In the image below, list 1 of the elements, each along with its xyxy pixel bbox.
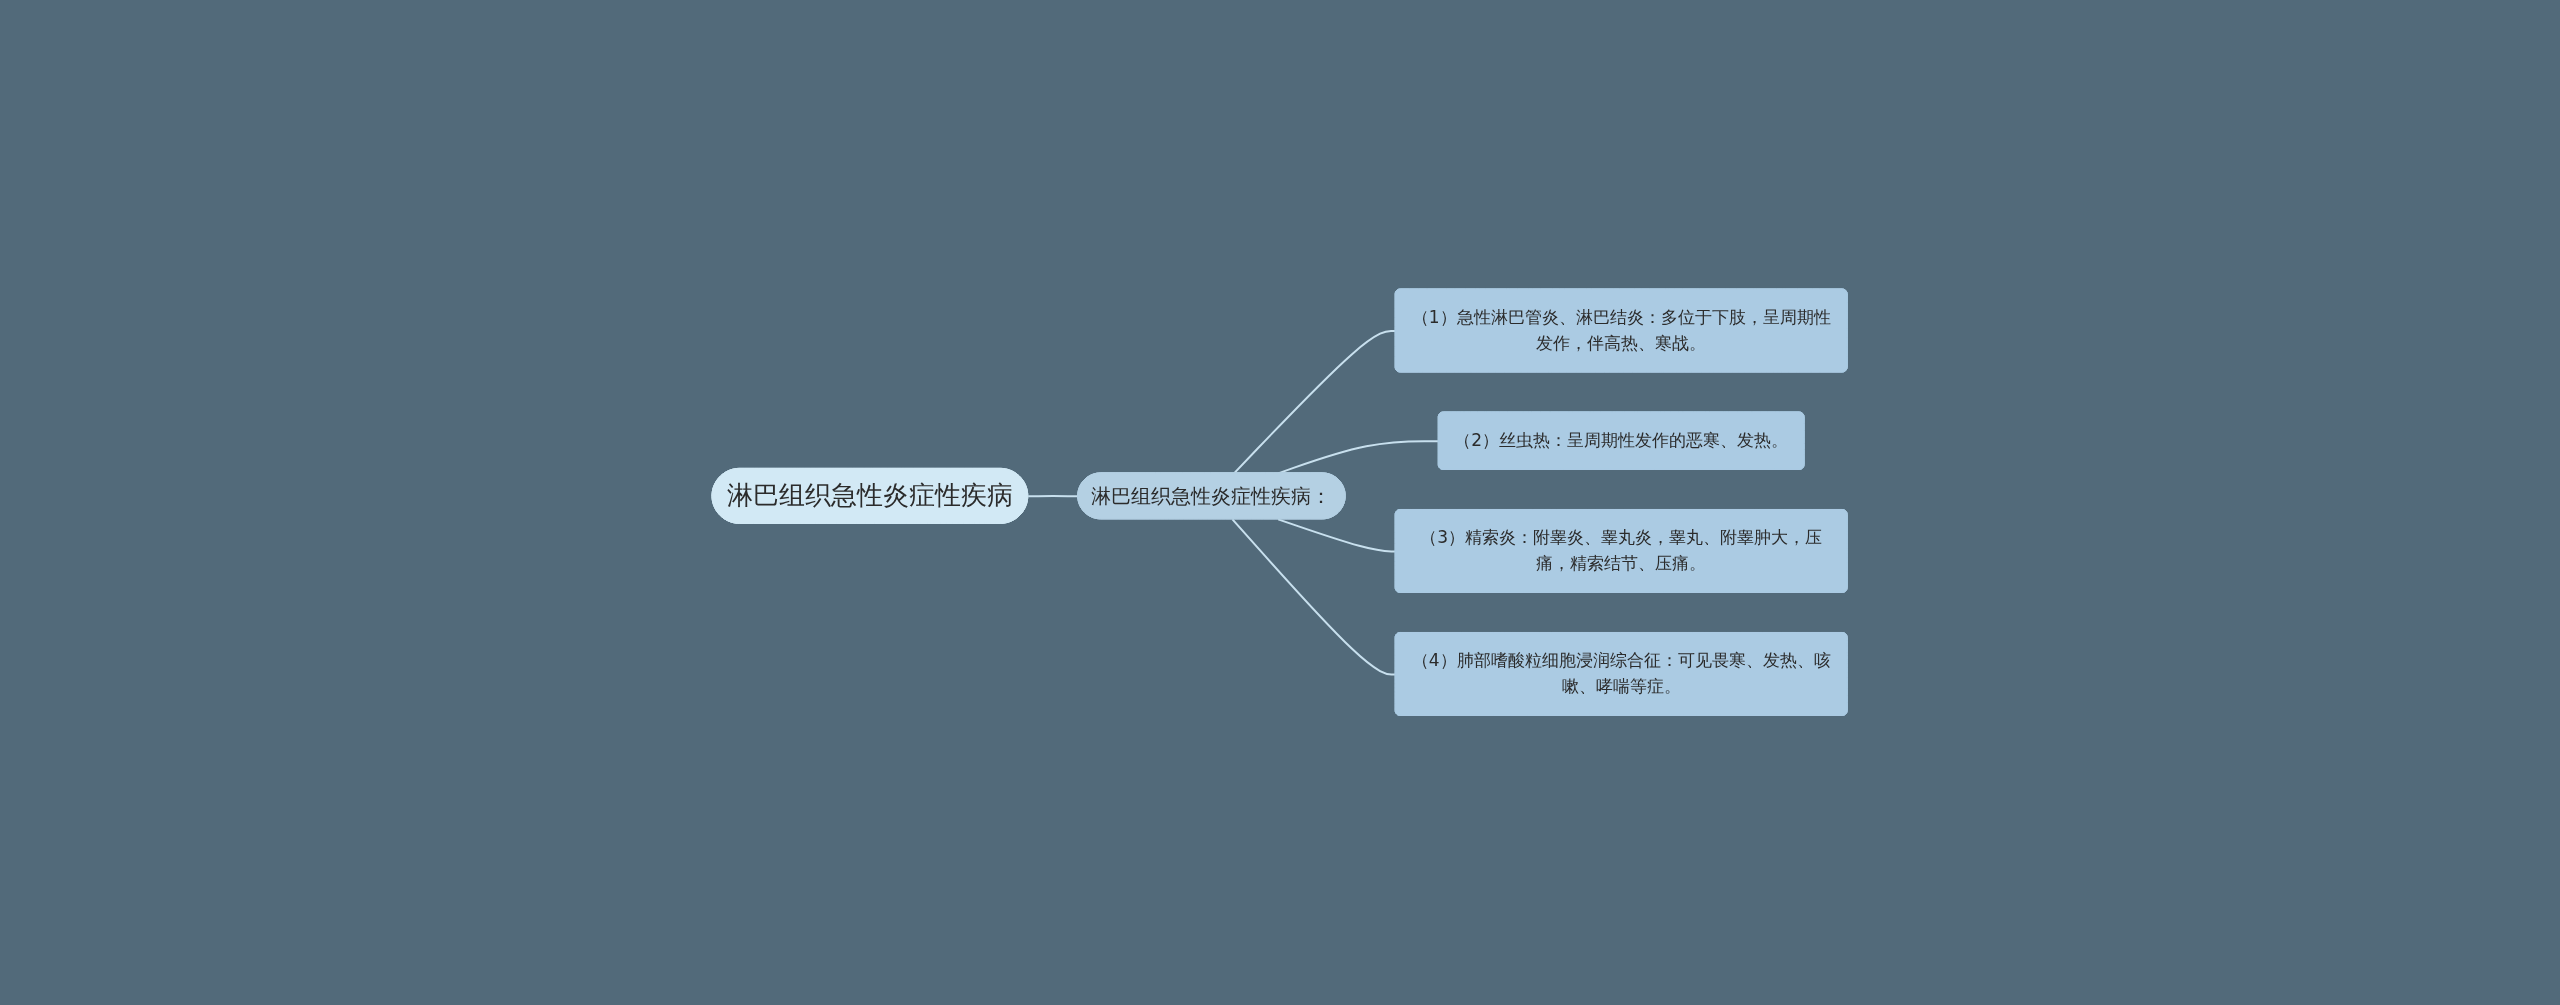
connector <box>1027 495 1080 498</box>
